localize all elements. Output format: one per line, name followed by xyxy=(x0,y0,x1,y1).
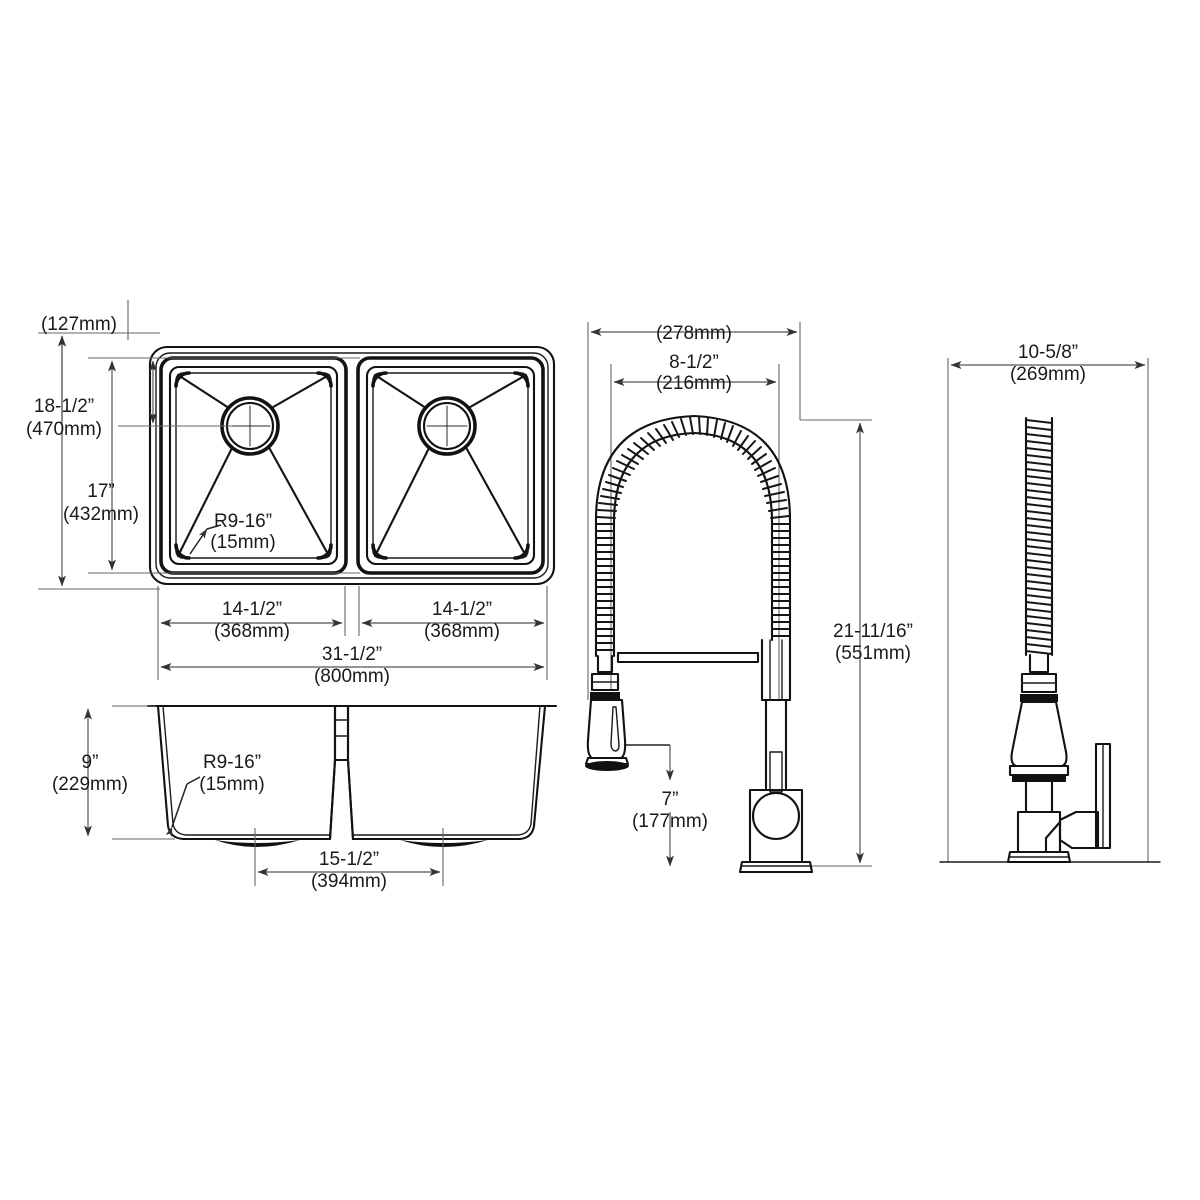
faucet-side-view: 10-5/8” (269mm) xyxy=(939,342,1161,864)
right-bowl-slope-tl xyxy=(373,373,431,412)
right-bowl-slope-tr xyxy=(463,373,528,412)
sink-bowl-depth-inch-label: 17” xyxy=(87,481,114,502)
sprayhead-collar xyxy=(590,672,620,692)
sprayhead-flange xyxy=(584,756,630,766)
faucet-depth-inch-label: 10-5/8” xyxy=(1018,342,1078,363)
faucet-base-plate xyxy=(738,860,814,874)
section-spacing-mm-label: (394mm) xyxy=(311,871,387,892)
section-right-bowl-inner xyxy=(352,705,541,836)
faucet-side-spring-coil xyxy=(1025,419,1053,655)
section-radius-leader-tail xyxy=(186,776,201,785)
faucet-height-mm-label: (551mm) xyxy=(835,643,911,664)
section-radius-leader-arrow xyxy=(165,783,188,838)
sink-top-view: R9-16” (15mm) (127mm) 18-1/2” (470mm) 17… xyxy=(26,300,556,687)
side-sprayhead-neck xyxy=(1028,653,1050,674)
right-bowl-wall-offset xyxy=(365,365,536,566)
section-radius-callout: R9-16” (15mm) 9” (229mm) xyxy=(52,705,265,840)
left-bowl-width-inch-label: 14-1/2” xyxy=(222,599,282,620)
side-lever-handle xyxy=(1094,742,1112,850)
right-bowl-slope-br xyxy=(461,440,528,558)
faucet-spring-coil xyxy=(595,416,791,651)
sink-section-view: R9-16” (15mm) 9” (229mm) 15-1/2” (394mm) xyxy=(52,704,558,892)
left-bowl-base-outline xyxy=(175,372,332,559)
section-divider-left-taper xyxy=(328,758,337,841)
top-view-vertical-dimensions: (127mm) 18-1/2” (470mm) 17” (432mm) xyxy=(26,300,360,590)
section-depth-mm-label: (229mm) xyxy=(52,774,128,795)
coil-outer-guide xyxy=(594,414,792,658)
sprayhead-collar-band xyxy=(590,692,620,700)
top-view-radius-callout: R9-16” (15mm) xyxy=(189,511,276,555)
faucet-clearance-mm-label: (177mm) xyxy=(632,811,708,832)
sink-overall-width-mm-label: (800mm) xyxy=(314,666,390,687)
faucet-spout-mm-label: (216mm) xyxy=(656,373,732,394)
left-bowl-width-mm-label: (368mm) xyxy=(214,621,290,642)
section-right-bowl-profile xyxy=(346,704,547,841)
left-bowl-wall-offset xyxy=(168,365,339,566)
sprayhead-neck xyxy=(596,654,614,674)
sink-outer-rim xyxy=(148,345,556,586)
faucet-reach-mm-label: (278mm) xyxy=(656,323,732,344)
section-radius-mm-label: (15mm) xyxy=(199,774,264,795)
faucet-upper-sleeve xyxy=(760,638,792,702)
right-bowl xyxy=(356,356,545,575)
section-depth-inch-label: 9” xyxy=(82,752,99,773)
sink-rim-inner-offset xyxy=(155,352,549,579)
faucet-front-dimensions: (278mm) 8-1/2” (216mm) 21-11/16” (551mm)… xyxy=(587,322,913,867)
left-bowl-slope-tr xyxy=(266,373,331,412)
side-base-plate xyxy=(1006,850,1072,864)
top-view-horizontal-dimensions: 14-1/2” (368mm) 14-1/2” (368mm) 31-1/2” … xyxy=(157,586,548,687)
right-bowl-top-edge xyxy=(356,356,545,575)
faucet-depth-mm-label: (269mm) xyxy=(1010,364,1086,385)
faucet-height-inch-label: 21-11/16” xyxy=(833,621,913,642)
faucet-clearance-inch-label: 7” xyxy=(662,789,679,810)
left-bowl-slope-br xyxy=(264,440,331,558)
section-left-drain-shadow xyxy=(215,840,300,847)
left-bowl xyxy=(159,356,348,575)
radius-leader-arrow xyxy=(189,528,208,555)
faucet-cross-brace xyxy=(616,651,760,664)
side-sprayhead-collar xyxy=(1020,672,1058,694)
left-bowl-slope-bl xyxy=(176,440,237,558)
section-radius-inch-label: R9-16” xyxy=(203,752,261,773)
faucet-spout-inch-label: 8-1/2” xyxy=(669,352,719,373)
faucet-side-dimensions: 10-5/8” (269mm) xyxy=(939,342,1161,863)
section-spacing-dimension: 15-1/2” (394mm) xyxy=(254,828,444,892)
faucet-handle-shaft xyxy=(769,751,783,793)
right-bowl-width-mm-label: (368mm) xyxy=(424,621,500,642)
right-drain-inner-ring xyxy=(422,401,472,451)
section-spacing-inch-label: 15-1/2” xyxy=(319,849,379,870)
sink-overall-depth-inch-label: 18-1/2” xyxy=(34,396,94,417)
faucet-base-circle xyxy=(751,791,801,841)
right-bowl-slope-bl xyxy=(373,440,434,558)
sink-bowl-depth-mm-label: (432mm) xyxy=(63,504,139,525)
sink-overall-width-inch-label: 31-1/2” xyxy=(322,644,382,665)
right-bowl-width-inch-label: 14-1/2” xyxy=(432,599,492,620)
side-collar-band xyxy=(1020,694,1058,702)
top-radius-mm-label: (15mm) xyxy=(210,532,275,553)
sprayhead-toggle-button xyxy=(610,706,620,752)
side-sprayhead-flange xyxy=(1008,764,1070,777)
side-sprayhead-band xyxy=(1012,776,1066,782)
section-right-drain-shadow xyxy=(400,840,488,847)
top-radius-inch-label: R9-16” xyxy=(214,511,272,532)
faucet-front-view: (278mm) 8-1/2” (216mm) 21-11/16” (551mm)… xyxy=(584,322,913,874)
left-bowl-slope-tl xyxy=(176,373,234,412)
radius-leader-tail xyxy=(206,524,222,530)
coil-inner-guide xyxy=(612,431,774,658)
sink-ledge-mm-label: (127mm) xyxy=(41,314,117,335)
sprayhead-nozzle-face xyxy=(585,761,629,771)
sink-overall-depth-mm-label: (470mm) xyxy=(26,419,102,440)
right-bowl-base-outline xyxy=(372,372,529,559)
